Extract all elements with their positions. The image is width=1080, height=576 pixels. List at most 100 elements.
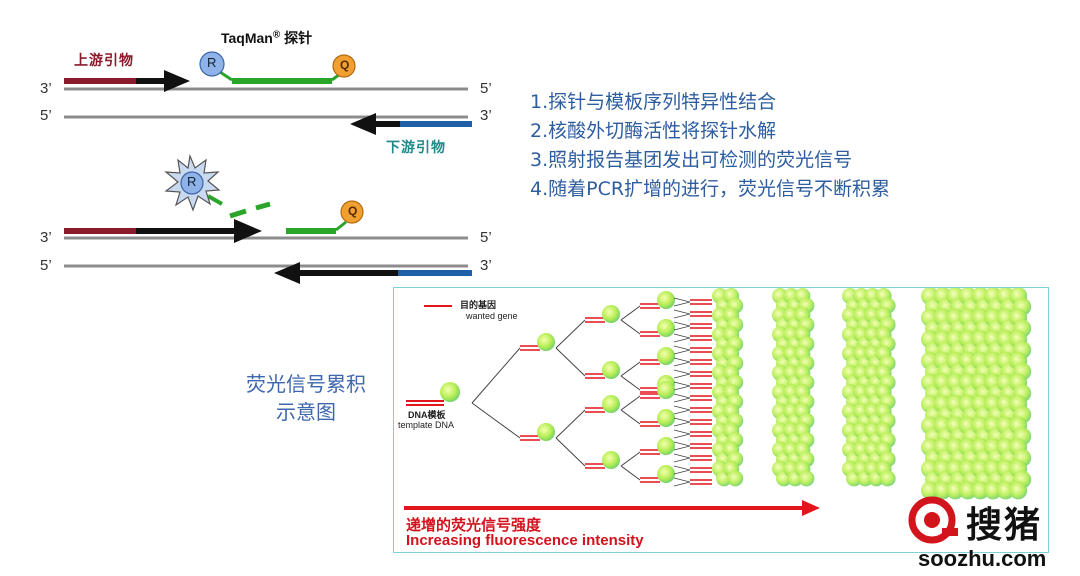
fluor-blob	[657, 409, 675, 427]
step-2: 2.核酸外切酶活性将探针水解	[530, 120, 777, 142]
branch-line	[673, 453, 691, 463]
reporter-letter-2: R	[187, 174, 197, 189]
fluor-blob	[537, 333, 555, 351]
figure-caption: 荧光信号累积 示意图	[216, 370, 396, 426]
branch-line	[673, 429, 691, 439]
branch-line	[555, 347, 586, 377]
branch-line	[673, 357, 691, 367]
branch-line	[620, 375, 641, 391]
brand-name: 搜猪	[966, 505, 1043, 546]
end-label-5-top-2: 5’	[480, 229, 492, 246]
fluor-blob	[996, 481, 1015, 500]
fluor-blob	[602, 451, 620, 469]
fluor-blob	[537, 423, 555, 441]
reporter-letter-1: R	[207, 55, 217, 70]
probe-remnant-2	[286, 228, 336, 234]
downstream-primer-tail-2	[398, 270, 472, 276]
fluor-blob	[657, 291, 675, 309]
taqman-diagram	[64, 51, 472, 284]
fluor-blob	[727, 470, 744, 487]
probe-linker-r-1	[219, 70, 233, 82]
fluor-blob	[1009, 481, 1028, 500]
end-label-5-bottom-1: 5’	[40, 107, 52, 124]
probe-title-name: TaqMan	[221, 30, 273, 46]
branch-line	[620, 319, 641, 335]
fluor-blob	[933, 481, 952, 500]
fluorescence-tree	[404, 288, 1032, 516]
branch-line	[673, 405, 691, 415]
step-4: 4.随着PCR扩增的进行，荧光信号不断积累	[530, 178, 891, 200]
fluor-blob	[657, 437, 675, 455]
cleaved-fragment-c	[207, 194, 223, 206]
fluor-blob	[946, 481, 965, 500]
branch-line	[620, 409, 641, 425]
fluor-blob	[657, 347, 675, 365]
branch-line	[673, 477, 691, 487]
template-en: template DNA	[398, 420, 455, 430]
quencher-letter-1: Q	[340, 58, 350, 72]
downstream-arrowhead-1	[350, 113, 376, 135]
fluor-blob	[602, 305, 620, 323]
branch-line	[620, 465, 641, 481]
end-label-3-bottom-2: 3’	[480, 257, 492, 274]
end-label-3-top-1: 3’	[40, 80, 52, 97]
step-3: 3.照射报告基团发出可检测的荧光信号	[530, 149, 853, 171]
step-1: 1.探针与模板序列特异性结合	[530, 91, 777, 113]
branch-line	[471, 402, 521, 439]
probe-title-suffix: 探针	[280, 30, 313, 46]
legend-en: wanted gene	[466, 311, 518, 321]
figure-caption-line-2: 示意图	[276, 400, 336, 424]
downstream-arrowhead-2	[274, 262, 300, 284]
fluor-blob	[984, 481, 1002, 500]
fluor-blob	[971, 481, 990, 500]
downstream-primer-tail-1	[400, 121, 472, 127]
branch-line	[673, 369, 691, 379]
quencher-dye-2	[340, 200, 364, 224]
fluor-blob	[798, 470, 815, 487]
branch-line	[673, 381, 691, 391]
downstream-primer-extension-1	[370, 121, 400, 127]
fluorescence-clusters	[712, 288, 1032, 500]
branch-line	[620, 361, 641, 377]
probe-title-mark: ®	[272, 29, 281, 41]
reporter-dye-1	[199, 51, 225, 77]
fluor-blob	[657, 381, 675, 399]
cleaved-fragment-b	[255, 201, 271, 211]
branch-line	[555, 409, 586, 439]
intensity-arrow-shaft	[404, 506, 804, 510]
fluor-blob	[958, 481, 977, 500]
intensity-label-cn: 递增的荧光信号强度	[406, 516, 542, 534]
branch-line	[471, 347, 521, 404]
end-label-5-top-1: 5’	[480, 80, 492, 97]
branch-line	[673, 333, 691, 343]
upstream-primer-tail-1	[64, 78, 136, 84]
brand-url: soozhu.com	[918, 546, 1047, 571]
amplification-nodes	[520, 291, 712, 487]
watermark: 搜猪 soozhu.com	[900, 486, 1080, 576]
branch-line	[555, 437, 586, 467]
branch-line	[673, 321, 691, 331]
probe-title: TaqMan® 探针	[221, 28, 312, 48]
branch-line	[673, 309, 691, 319]
end-label-5-bottom-2: 5’	[40, 257, 52, 274]
branch-line	[673, 465, 691, 475]
fluor-blob	[921, 481, 939, 500]
legend-cn: 目的基因	[460, 300, 497, 310]
reporter-dye-2	[180, 171, 204, 195]
fluor-blob	[879, 470, 896, 487]
end-label-3-bottom-1: 3’	[480, 107, 492, 124]
branch-line	[555, 319, 586, 349]
upstream-primer-tail-2	[64, 228, 136, 234]
branch-line	[673, 297, 691, 307]
template-fluor-icon	[440, 382, 460, 402]
intensity-arrowhead	[802, 500, 820, 516]
probe-linker-q-2	[335, 220, 347, 232]
intensity-label-en: Increasing fluorescence intensity	[406, 532, 644, 549]
upstream-arrowhead-1	[164, 70, 190, 92]
quencher-dye-1	[332, 54, 356, 78]
branch-line	[620, 451, 641, 467]
downstream-primer-label: 下游引物	[386, 140, 446, 156]
steps-list: 1.探针与模板序列特异性结合 2.核酸外切酶活性将探针水解 3.照射报告基团发出…	[530, 88, 890, 204]
fluor-blob	[657, 465, 675, 483]
